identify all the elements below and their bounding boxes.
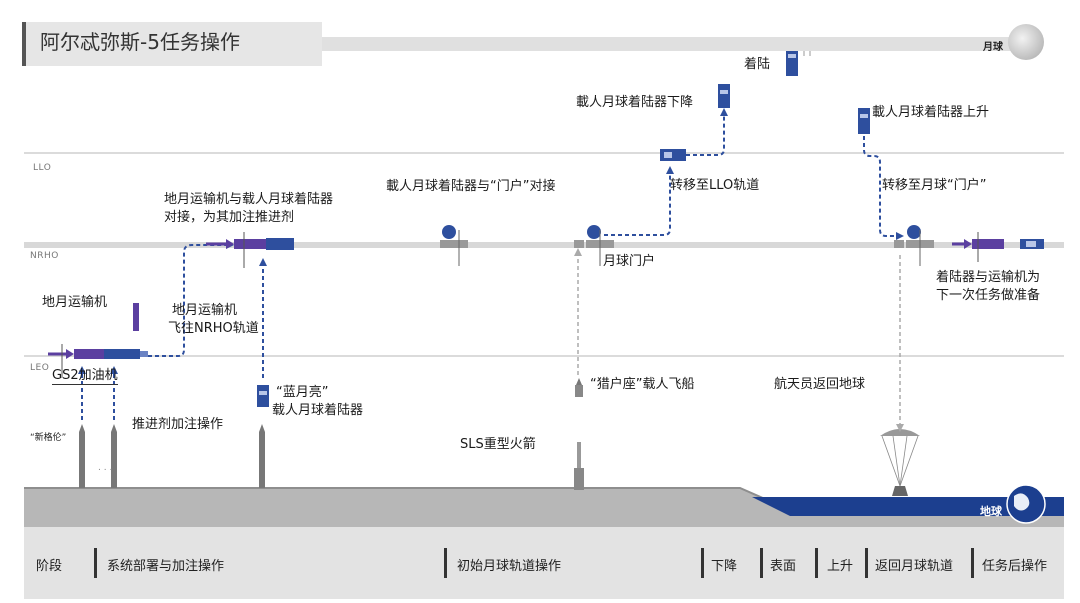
label-landing: 着陆 xyxy=(744,57,771,72)
label-blue-moon-1: “蓝月亮” xyxy=(276,385,329,400)
descent-lander xyxy=(718,84,730,108)
page-title: 阿尔忒弥斯-5任务操作 xyxy=(40,30,240,54)
label-crew-return: 航天员返回地球 xyxy=(774,377,866,392)
transporter-icon xyxy=(133,303,139,331)
gateway-station-3 xyxy=(894,225,934,266)
label-transporter-nrho-1: 地月运输机 xyxy=(172,303,238,318)
svg-text:. . .: . . . xyxy=(98,463,112,473)
blue-moon-lander xyxy=(257,385,269,407)
label-transporter-nrho-2: 飞往NRHO轨道 xyxy=(168,321,259,336)
surface-lander xyxy=(786,48,811,76)
phase-post-mission: 任务后操作 xyxy=(982,559,1048,574)
label-tanker-docks-1: 地月运输机与载人月球着陆器 xyxy=(164,192,334,207)
orbit-label-nrho: NRHO xyxy=(30,251,59,261)
transporter-to-nrho-path xyxy=(148,244,230,357)
phase-ascent: 上升 xyxy=(827,559,854,574)
llo-lander xyxy=(660,149,686,161)
gateway-station-1 xyxy=(440,225,468,266)
parachute-capsule xyxy=(880,429,920,496)
label-tanker-docks-2: 对接，为其加注推进剂 xyxy=(164,210,295,225)
ground xyxy=(24,488,1064,527)
phase-divider xyxy=(701,548,704,578)
new-glenn-rocket-1 xyxy=(79,424,85,488)
phase-initial-lunar-orbit: 初始月球轨道操作 xyxy=(457,559,562,574)
phase-header: 阶段 xyxy=(36,559,63,574)
orbit-label-leo: LEO xyxy=(30,363,50,373)
post-mission-transporter xyxy=(952,232,1004,262)
label-ascent: 載人月球着陆器上升 xyxy=(872,105,990,120)
phase-deployment-refuel: 系统部署与加注操作 xyxy=(107,559,225,574)
moon-icon xyxy=(1008,24,1044,60)
phase-descent: 下降 xyxy=(711,559,738,574)
label-refuel-ops: 推进剂加注操作 xyxy=(132,417,224,432)
ocean xyxy=(752,497,1064,516)
phase-divider xyxy=(444,548,447,578)
new-glenn-rocket-3 xyxy=(259,424,265,488)
phase-divider xyxy=(94,548,97,578)
phase-divider xyxy=(971,548,974,578)
phase-return-lunar-orbit: 返回月球轨道 xyxy=(875,559,954,574)
nrho-transporter-hls xyxy=(206,232,294,268)
title-bar: 阿尔忒弥斯-5任务操作 xyxy=(22,22,322,66)
gs2-depot-transporter xyxy=(48,344,148,378)
label-prep-1: 着陆器与运输机为 xyxy=(936,270,1041,285)
label-transfer-gateway: 转移至月球“门户” xyxy=(882,178,987,193)
label-transporter: 地月运输机 xyxy=(42,295,108,310)
new-glenn-rocket-2 xyxy=(111,424,117,488)
phase-divider xyxy=(815,548,818,578)
ascent-lander xyxy=(858,108,870,134)
sls-rocket xyxy=(574,378,584,490)
label-blue-moon-2: 载人月球着陆器 xyxy=(272,403,364,418)
label-gateway: 月球门户 xyxy=(603,254,656,269)
post-mission-lander xyxy=(1020,239,1044,249)
label-prep-2: 下一次任务做准备 xyxy=(936,288,1041,303)
label-new-glenn: “新格伦” xyxy=(30,433,67,443)
label-transfer-llo: 转移至LLO轨道 xyxy=(670,178,760,193)
label-lander-docks-gateway: 載人月球着陆器与“门户”对接 xyxy=(386,179,556,194)
llo-to-surface-path xyxy=(686,112,725,156)
label-orion: “猎户座”载人飞船 xyxy=(590,377,695,392)
phase-divider xyxy=(760,548,763,578)
label-sls: SLS重型火箭 xyxy=(460,437,536,452)
moon-label: 月球 xyxy=(983,42,1003,53)
phase-divider xyxy=(865,548,868,578)
label-descent: 載人月球着陆器下降 xyxy=(576,95,694,110)
phase-bar xyxy=(24,527,1064,599)
orbit-label-llo: LLO xyxy=(33,163,52,173)
earth-label: 地球 xyxy=(980,505,1002,518)
gateway-station-2 xyxy=(574,225,614,266)
moon-bar xyxy=(318,37,1040,51)
phase-surface: 表面 xyxy=(770,559,797,574)
label-depot: GS2加油机 xyxy=(52,368,118,385)
gateway-to-llo-path xyxy=(604,170,671,236)
